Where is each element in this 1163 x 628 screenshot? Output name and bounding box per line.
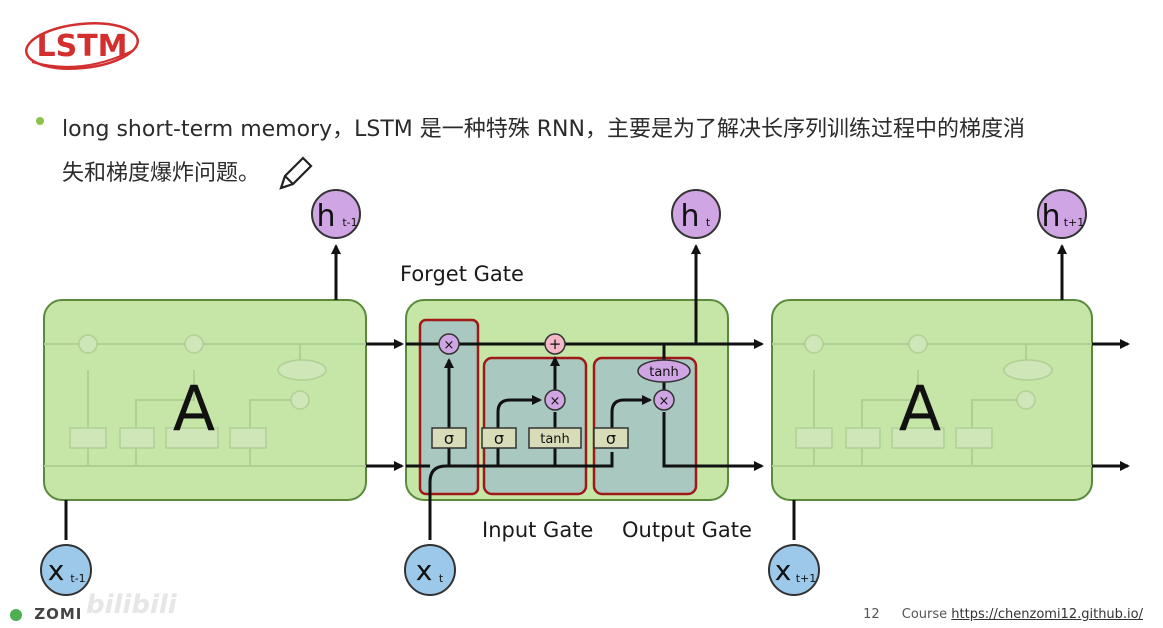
- svg-text:tanh: tanh: [649, 365, 679, 380]
- lstm-logo: LSTM: [25, 22, 139, 70]
- input-tanh-box: [528, 427, 582, 449]
- zomi-brand: ZOMI: [10, 605, 82, 623]
- h-prev-node: h t-1: [311, 189, 361, 239]
- svg-text:+: +: [549, 335, 562, 353]
- svg-text:tanh: tanh: [540, 432, 570, 447]
- forget-multiply-op: [438, 333, 460, 355]
- bullet-line-1: long short-term memory，LSTM 是一种特殊 RNN，主要…: [62, 117, 1025, 142]
- forget-sigma-box: [431, 427, 467, 449]
- svg-text:x: x: [775, 554, 792, 587]
- cell-add-op: [544, 333, 566, 355]
- page-number: 12: [863, 607, 880, 622]
- course-label: Course: [901, 607, 948, 622]
- x-cur-node: x t: [404, 544, 456, 596]
- pencil-icon: [279, 156, 313, 190]
- svg-text:h: h: [1041, 199, 1060, 234]
- svg-text:x: x: [48, 554, 65, 587]
- bullet-dot: [36, 117, 44, 125]
- h-cur-node: h t: [671, 189, 721, 239]
- logo-text: LSTM: [36, 29, 127, 64]
- cell-middle: × + × × tanh σ σ tanh σ: [405, 244, 764, 540]
- output-tanh-op: [637, 359, 691, 383]
- bullet-line-2: 失和梯度爆炸问题。: [62, 152, 1122, 196]
- input-sigma-box: [481, 427, 517, 449]
- svg-text:×: ×: [550, 394, 561, 409]
- cell-right-label: A: [899, 372, 941, 445]
- x-prev-node: x t-1: [40, 544, 92, 596]
- input-multiply-op: [544, 389, 566, 411]
- bilibili-watermark: bilibili: [86, 590, 177, 620]
- svg-text:x: x: [416, 554, 433, 587]
- svg-text:t: t: [439, 572, 444, 585]
- course-link[interactable]: https://chenzomi12.github.io/: [951, 607, 1143, 622]
- svg-text:h: h: [680, 199, 699, 234]
- forget-gate-label: Forget Gate: [400, 262, 524, 286]
- svg-text:h: h: [316, 199, 335, 234]
- bullet-text: long short-term memory，LSTM 是一种特殊 RNN，主要…: [62, 108, 1122, 196]
- output-multiply-op: [653, 389, 675, 411]
- svg-text:t+1: t+1: [1064, 216, 1085, 229]
- svg-text:σ: σ: [606, 429, 616, 448]
- svg-text:σ: σ: [444, 429, 454, 448]
- output-sigma-box: [593, 427, 629, 449]
- svg-text:t+1: t+1: [796, 572, 817, 585]
- h-next-node: h t+1: [1037, 189, 1087, 239]
- svg-text:t-1: t-1: [342, 216, 357, 229]
- output-gate-label: Output Gate: [622, 518, 752, 542]
- svg-text:t-1: t-1: [70, 572, 85, 585]
- cell-left-label: A: [173, 372, 215, 445]
- brand-icon: [10, 608, 22, 621]
- svg-text:σ: σ: [494, 429, 504, 448]
- footer: 12 Course https://chenzomi12.github.io/: [863, 607, 1143, 622]
- svg-text:t: t: [706, 216, 711, 229]
- svg-text:×: ×: [659, 394, 670, 409]
- cell-left: A: [43, 244, 404, 540]
- svg-text:×: ×: [444, 338, 455, 353]
- input-gate-label: Input Gate: [482, 518, 594, 542]
- x-next-node: x t+1: [768, 544, 820, 596]
- cell-right: A: [771, 244, 1130, 540]
